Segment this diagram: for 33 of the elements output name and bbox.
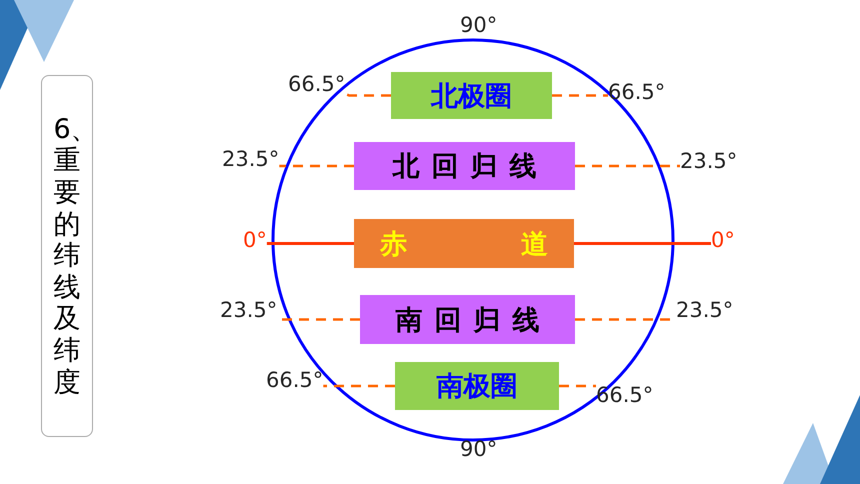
degree-label: 66.5° [608, 82, 666, 103]
degree-label: 23.5° [676, 300, 734, 321]
equator-band-box [354, 219, 574, 268]
latitude-line [559, 384, 596, 388]
latitude-band-box [395, 362, 559, 410]
latitude-line [279, 164, 354, 168]
latitude-band-box [354, 142, 575, 190]
band-label: 北极圈 [431, 80, 512, 114]
latitude-band-box [360, 295, 575, 344]
latitude-line [323, 384, 395, 388]
degree-label: 23.5° [222, 149, 280, 170]
band-label: 赤 [380, 228, 407, 262]
latitude-line [344, 92, 391, 97]
band-label: 北回归线 [392, 150, 549, 184]
degree-label: 23.5° [220, 300, 278, 321]
title-box [41, 75, 93, 437]
equator-line [574, 242, 711, 245]
latitude-band-box [391, 72, 552, 119]
degree-label: 90° [460, 439, 498, 460]
degree-label: 66.5° [266, 370, 324, 391]
band-label: 道 [521, 228, 548, 262]
degree-label: 0° [243, 230, 267, 251]
band-label: 南回归线 [395, 304, 552, 338]
degree-label: 23.5° [680, 151, 738, 172]
equator-line [266, 242, 354, 245]
degree-label: 66.5° [596, 385, 654, 406]
degree-label: 66.5° [288, 74, 346, 95]
degree-label: 0° [711, 230, 735, 251]
title-text: 6、重要的纬线及纬度 [54, 114, 80, 398]
latitude-line [552, 94, 608, 97]
latitude-line [575, 164, 680, 168]
degree-label: 90° [460, 15, 498, 36]
band-label: 南极圈 [436, 370, 518, 404]
